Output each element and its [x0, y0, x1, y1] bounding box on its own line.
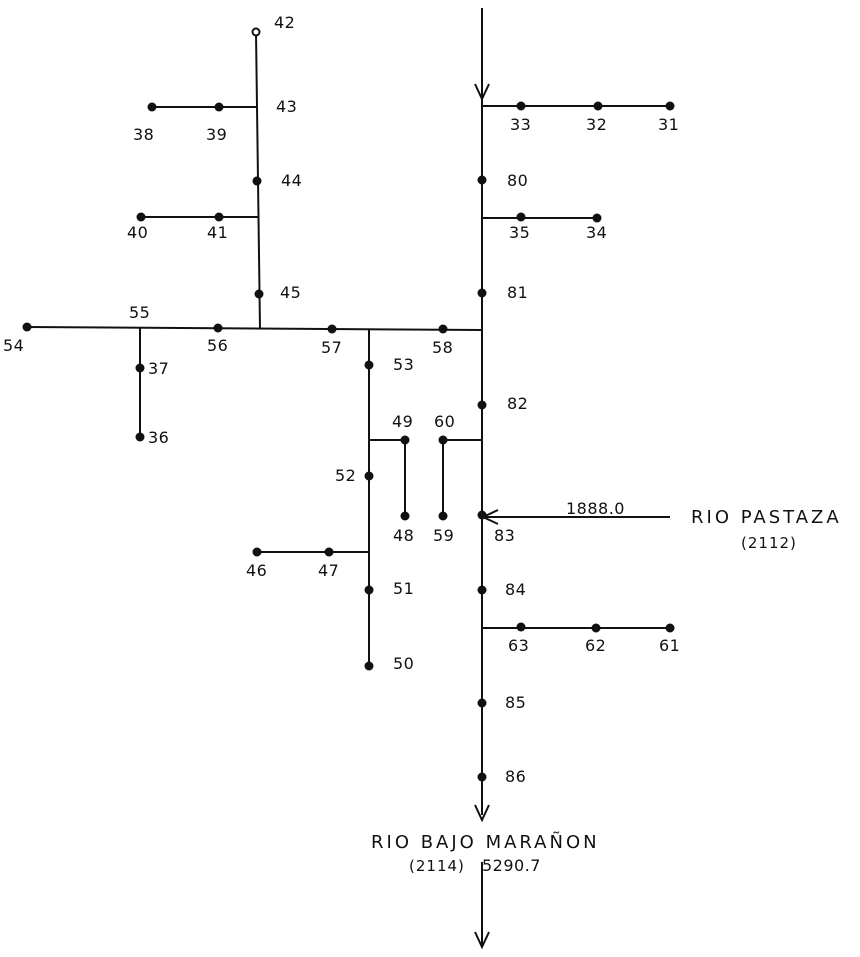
- node-38: [147, 102, 157, 112]
- label-83: 83: [494, 526, 515, 545]
- label-85: 85: [505, 693, 526, 712]
- label-31: 31: [658, 115, 679, 134]
- node-45: [254, 289, 264, 299]
- node-39: [214, 102, 224, 112]
- label-84: 84: [505, 580, 526, 599]
- arrow-outlet-upper: [474, 804, 490, 823]
- node-59: [438, 511, 448, 521]
- node-58: [438, 324, 448, 334]
- node-labels: 42 43 38 39 44 40 41 45 55 54 56 57 58 5…: [3, 13, 680, 786]
- label-45: 45: [280, 283, 301, 302]
- node-31: [665, 101, 675, 111]
- node-33: [516, 101, 526, 111]
- label-59: 59: [433, 526, 454, 545]
- node-50: [364, 661, 374, 671]
- node-49: [400, 435, 410, 445]
- pastaza-river-code: (2112): [741, 534, 797, 552]
- label-56: 56: [207, 336, 228, 355]
- label-36: 36: [148, 428, 169, 447]
- label-49: 49: [392, 412, 413, 431]
- label-57: 57: [321, 338, 342, 357]
- label-53: 53: [393, 355, 414, 374]
- node-56: [213, 323, 223, 333]
- label-39: 39: [206, 125, 227, 144]
- label-52: 52: [335, 466, 356, 485]
- label-61: 61: [659, 636, 680, 655]
- node-53: [364, 360, 374, 370]
- node-60: [438, 435, 448, 445]
- label-42: 42: [274, 13, 295, 32]
- label-58: 58: [432, 338, 453, 357]
- node-34: [592, 213, 602, 223]
- outlet-flow-value: 5290.7: [482, 856, 541, 875]
- node-42: [251, 27, 261, 37]
- river-reaches: [26, 8, 670, 945]
- label-41: 41: [207, 223, 228, 242]
- label-46: 46: [246, 561, 267, 580]
- outlet-river-name: RIO BAJO MARAÑON: [371, 831, 600, 853]
- label-86: 86: [505, 767, 526, 786]
- node-61: [665, 623, 675, 633]
- node-62: [591, 623, 601, 633]
- label-37: 37: [148, 359, 169, 378]
- outlet-river-code: (2114): [409, 857, 465, 875]
- node-54: [22, 322, 32, 332]
- node-37: [135, 363, 145, 373]
- label-81: 81: [507, 283, 528, 302]
- node-51: [364, 585, 374, 595]
- node-85: [477, 698, 487, 708]
- node-47: [324, 547, 334, 557]
- label-55: 55: [129, 303, 150, 322]
- arrow-inflow-top: [474, 83, 490, 102]
- node-41: [214, 212, 224, 222]
- pastaza-flow-value: 1888.0: [566, 499, 625, 518]
- node-80: [477, 175, 487, 185]
- label-51: 51: [393, 579, 414, 598]
- arrow-outlet-lower: [474, 931, 490, 950]
- node-82: [477, 400, 487, 410]
- node-52: [364, 471, 374, 481]
- label-50: 50: [393, 654, 414, 673]
- label-38: 38: [133, 125, 154, 144]
- label-62: 62: [585, 636, 606, 655]
- node-44: [252, 176, 262, 186]
- label-48: 48: [393, 526, 414, 545]
- node-57: [327, 324, 337, 334]
- label-33: 33: [510, 115, 531, 134]
- node-86: [477, 772, 487, 782]
- node-84: [477, 585, 487, 595]
- node-35: [516, 212, 526, 222]
- node-48: [400, 511, 410, 521]
- nodes: [22, 27, 675, 782]
- annotations: 1888.0 RIO PASTAZA (2112) RIO BAJO MARAÑ…: [371, 499, 842, 875]
- label-80: 80: [507, 171, 528, 190]
- node-83: [477, 510, 487, 520]
- node-81: [477, 288, 487, 298]
- label-47: 47: [318, 561, 339, 580]
- node-46: [252, 547, 262, 557]
- label-35: 35: [509, 223, 530, 242]
- node-36: [135, 432, 145, 442]
- label-54: 54: [3, 336, 24, 355]
- label-43: 43: [276, 97, 297, 116]
- label-34: 34: [586, 223, 607, 242]
- label-44: 44: [281, 171, 302, 190]
- label-60: 60: [434, 412, 455, 431]
- label-63: 63: [508, 636, 529, 655]
- label-40: 40: [127, 223, 148, 242]
- pastaza-river-name: RIO PASTAZA: [691, 507, 842, 528]
- reach-54-58: [26, 326, 483, 331]
- node-40: [136, 212, 146, 222]
- node-63: [516, 622, 526, 632]
- node-32: [593, 101, 603, 111]
- label-82: 82: [507, 394, 528, 413]
- label-32: 32: [586, 115, 607, 134]
